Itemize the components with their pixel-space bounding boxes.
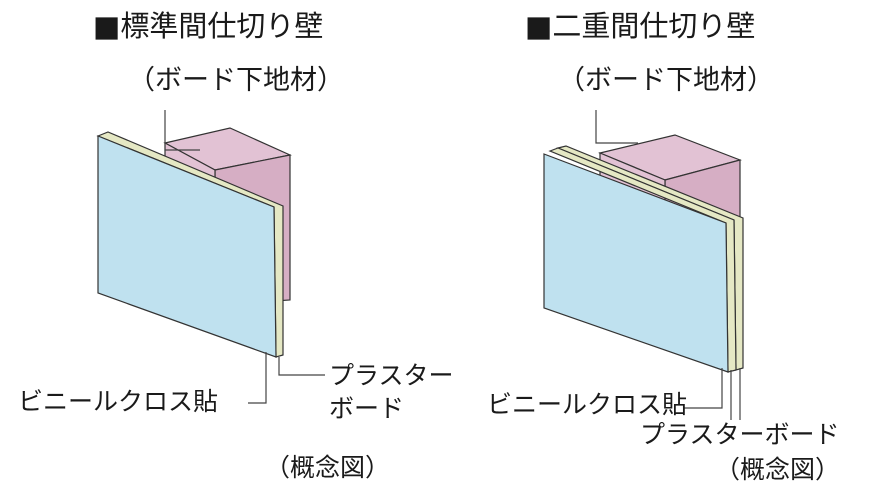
left-board-face (97, 135, 277, 358)
left-frame-leader (164, 110, 200, 151)
left-caption: （概念図） (265, 453, 391, 482)
left-vinyl-label: ビニールクロス貼 (18, 387, 219, 416)
right-title: ■二重間仕切り壁 (525, 9, 756, 43)
right-vinyl-leader (684, 368, 723, 409)
right-frame-label: （ボード下地材） (558, 65, 774, 96)
left-board-leader (278, 357, 325, 376)
left-title: ■標準間仕切り壁 (93, 9, 324, 43)
left-board-label-line2: ボード (329, 394, 405, 423)
right-vinyl-label: ビニールクロス貼 (487, 390, 688, 419)
left-vinyl-leader (248, 352, 267, 404)
right-board-face (543, 153, 729, 373)
right-caption: （概念図） (715, 455, 841, 484)
left-frame-label: （ボード下地材） (128, 65, 344, 96)
left-board-label-line1: プラスター (329, 361, 454, 390)
right-board-label: プラスターボード (640, 420, 840, 449)
right-frame-leader (595, 110, 638, 144)
